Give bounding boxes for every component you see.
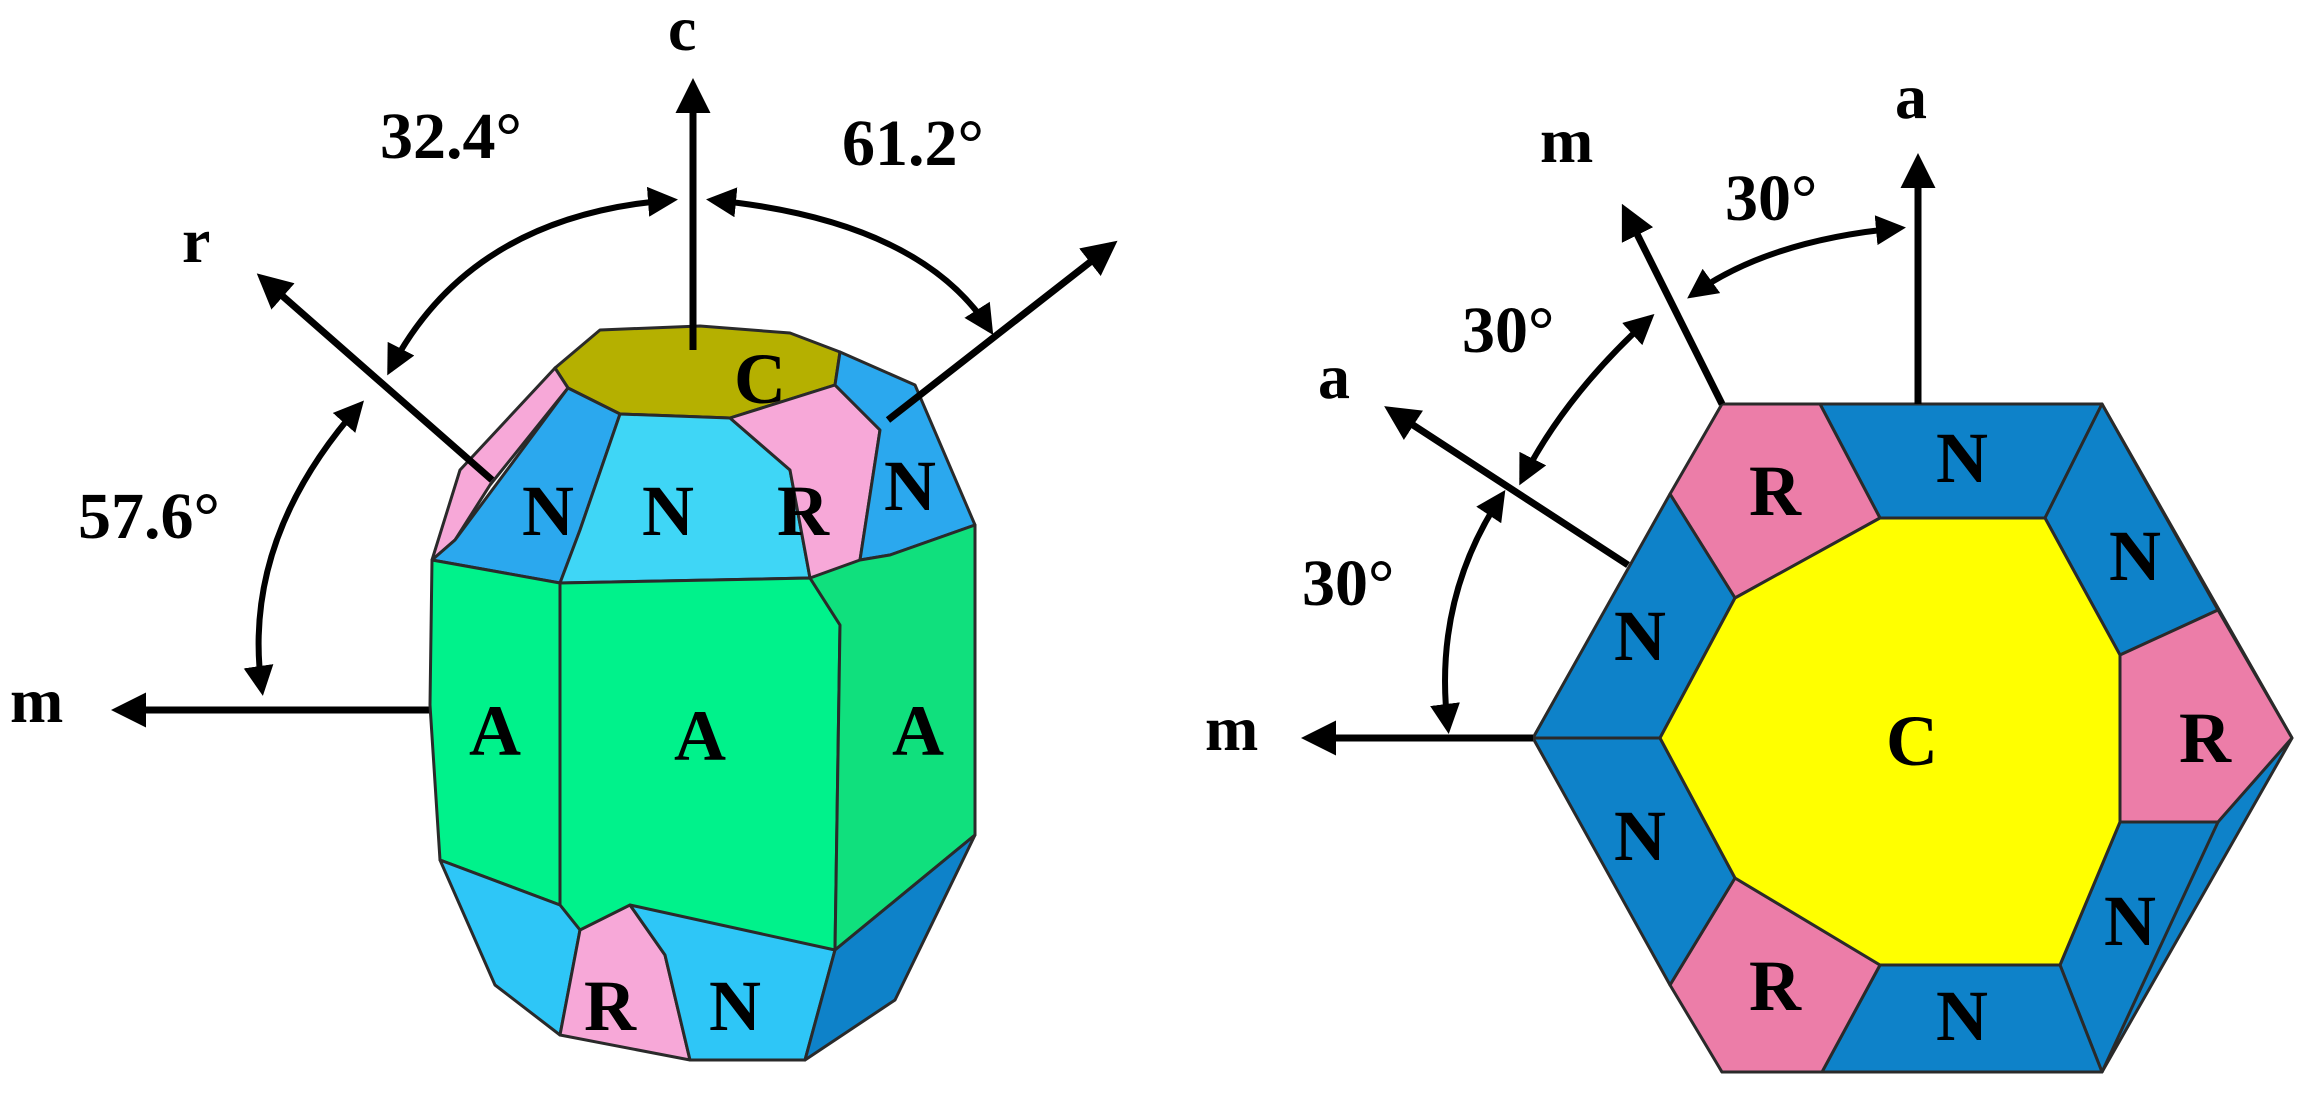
left-angle-r-m: 57.6°: [78, 480, 220, 553]
arc-m-a: [1519, 313, 1655, 486]
right-angle-a-m: 30°: [1725, 162, 1817, 235]
right-label-m-left: m: [1205, 693, 1258, 764]
arc-a-m-lower: [1430, 490, 1506, 734]
face-n-lower-right: [803, 833, 977, 1062]
right-face-label-n-top: N: [1936, 418, 1988, 498]
right-face-label-n-lower-left: N: [1614, 796, 1666, 876]
left-label-r: r: [182, 205, 210, 276]
right-face-label-n-upper-left: N: [1614, 596, 1666, 676]
right-face-label-r-upper-left: R: [1749, 451, 1802, 531]
left-n-axis: [885, 240, 1118, 423]
left-face-label-c: C: [734, 339, 786, 419]
right-face-label-n-bottom: N: [1936, 976, 1988, 1056]
arc-c-n: [706, 187, 994, 336]
right-m-axis-upper: [1621, 203, 1726, 406]
left-face-label-r-lower: R: [584, 966, 637, 1046]
left-face-label-n-upper-left: N: [522, 471, 574, 551]
right-face-label-c: C: [1886, 701, 1938, 781]
right-face-label-r-right: R: [2179, 698, 2232, 778]
left-crystal: c r m 32.4° 61.2° 57.6° C N N R N A A A …: [10, 0, 1118, 1062]
face-a-right: [808, 523, 977, 952]
left-face-label-a-center: A: [674, 696, 726, 776]
left-label-c: c: [668, 0, 696, 64]
arc-a-m-top: [1687, 215, 1906, 299]
left-face-label-a-left: A: [469, 691, 521, 771]
arc-r-m: [243, 400, 364, 696]
right-face-c-center: [1658, 516, 2122, 967]
right-angle-m-a: 30°: [1462, 294, 1554, 367]
right-label-a-left: a: [1318, 341, 1350, 412]
right-crystal: a m a m 30° 30° 30° C R N N R N N R N N: [1205, 61, 2294, 1074]
face-n-lower: [628, 903, 837, 1062]
right-face-label-n-upper-right: N: [2109, 516, 2161, 596]
right-face-label-n-lower-right: N: [2104, 881, 2156, 961]
left-face-label-n-upper-center: N: [642, 471, 694, 551]
right-label-m-upper: m: [1540, 105, 1593, 176]
left-face-label-n-lower: N: [709, 966, 761, 1046]
left-label-m: m: [10, 665, 63, 736]
right-angle-a-m-lower: 30°: [1302, 547, 1394, 620]
left-angle-c-r: 32.4°: [380, 100, 522, 173]
right-label-a-top: a: [1895, 61, 1927, 132]
left-face-label-r-upper: R: [777, 471, 830, 551]
left-angle-c-n: 61.2°: [842, 107, 984, 180]
left-face-label-n-upper-right: N: [884, 446, 936, 526]
arc-c-r: [387, 186, 678, 376]
right-face-label-r-lower-left: R: [1749, 946, 1802, 1026]
right-a-axis-left: [1384, 406, 1630, 568]
left-r-axis: [256, 273, 495, 483]
left-face-label-a-right: A: [892, 691, 944, 771]
